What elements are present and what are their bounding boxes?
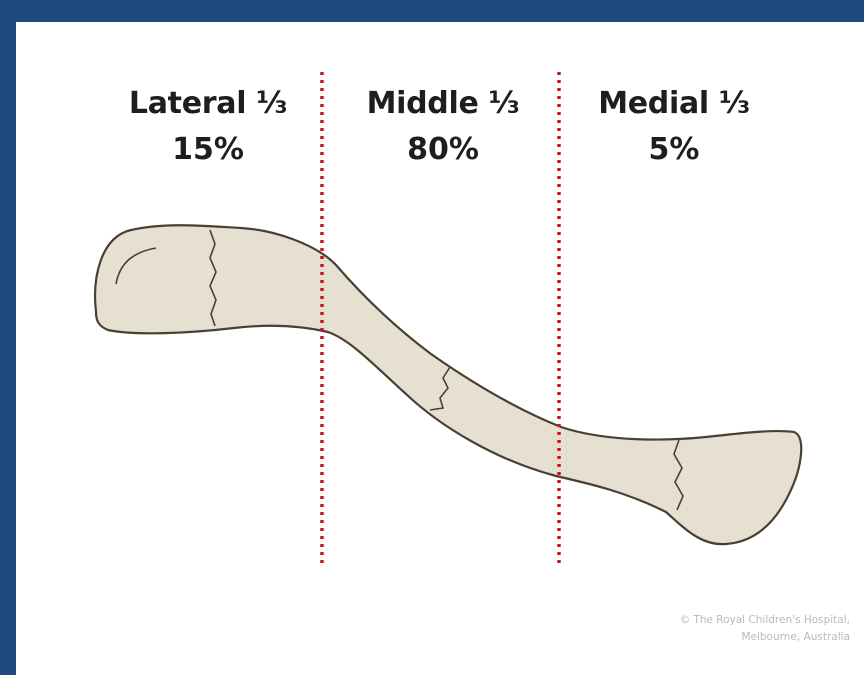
region-middle: Middle ⅓ 80% — [338, 84, 548, 170]
region-middle-percent: 80% — [338, 130, 548, 170]
clavicle-bone — [95, 225, 801, 544]
diagram-panel: Lateral ⅓ 15% Middle ⅓ 80% Medial ⅓ 5% ©… — [16, 22, 864, 675]
region-middle-name: Middle ⅓ — [338, 84, 548, 124]
region-medial-percent: 5% — [574, 130, 774, 170]
credit-line-1: © The Royal Children's Hospital, — [680, 612, 850, 629]
credit-line-2: Melbourne, Australia — [680, 629, 850, 646]
region-lateral: Lateral ⅓ 15% — [108, 84, 308, 170]
region-medial: Medial ⅓ 5% — [574, 84, 774, 170]
region-lateral-name: Lateral ⅓ — [108, 84, 308, 124]
region-medial-name: Medial ⅓ — [574, 84, 774, 124]
region-lateral-percent: 15% — [108, 130, 308, 170]
copyright-credit: © The Royal Children's Hospital, Melbour… — [680, 612, 850, 646]
